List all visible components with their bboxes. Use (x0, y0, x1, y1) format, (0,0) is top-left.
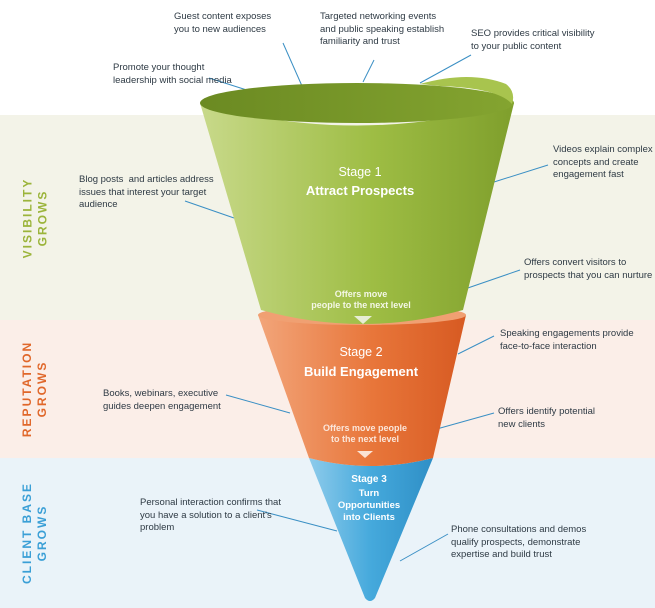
leader-seo (419, 54, 472, 84)
stage1-number: Stage 1 (338, 165, 381, 179)
annotation-offers-identify: Offers identify potential new clients (498, 406, 595, 430)
stage1-top-ellipse (200, 83, 514, 123)
annotation-social-media: Promote your thought leadership with soc… (113, 62, 232, 86)
stage1-lip (420, 77, 514, 104)
leader-personal (256, 509, 338, 532)
arrow-down-icon (354, 316, 372, 324)
annotation-guest-content: Guest content exposes you to new audienc… (174, 11, 272, 35)
annotation-speaking: Speaking engagements provide face-to-fac… (500, 328, 634, 352)
stage2-number: Stage 2 (339, 345, 382, 359)
annotation-blog: Blog posts and articles address issues t… (79, 174, 214, 210)
leader-videos (493, 164, 549, 183)
arrow-down-icon (357, 451, 373, 458)
stage2-cone (258, 315, 466, 466)
stage1-title: Attract Prospects (306, 183, 414, 198)
annotation-seo: SEO provides critical visibility to your… (471, 28, 595, 52)
leader-guest-content (282, 42, 303, 87)
leader-blog (184, 200, 235, 219)
stage3-number: Stage 3 (351, 474, 387, 485)
annotation-offers-convert: Offers convert visitors to prospects tha… (524, 257, 653, 281)
annotation-phone: Phone consultations and demos qualify pr… (451, 524, 587, 560)
annotation-personal: Personal interaction confirms that you h… (140, 497, 281, 533)
annotation-books: Books, webinars, executive guides deepen… (103, 388, 221, 412)
leader-offers-convert (461, 269, 521, 291)
stage1-cone (200, 103, 514, 324)
leader-phone (399, 533, 449, 562)
leader-books (225, 394, 291, 414)
annotation-videos: Videos explain complex concepts and crea… (553, 144, 653, 180)
annotation-networking: Targeted networking events and public sp… (320, 11, 445, 47)
stage2-title: Build Engagement (304, 364, 419, 379)
stage3-cone (309, 458, 433, 601)
leader-speaking (457, 335, 495, 355)
leader-networking (362, 59, 375, 83)
